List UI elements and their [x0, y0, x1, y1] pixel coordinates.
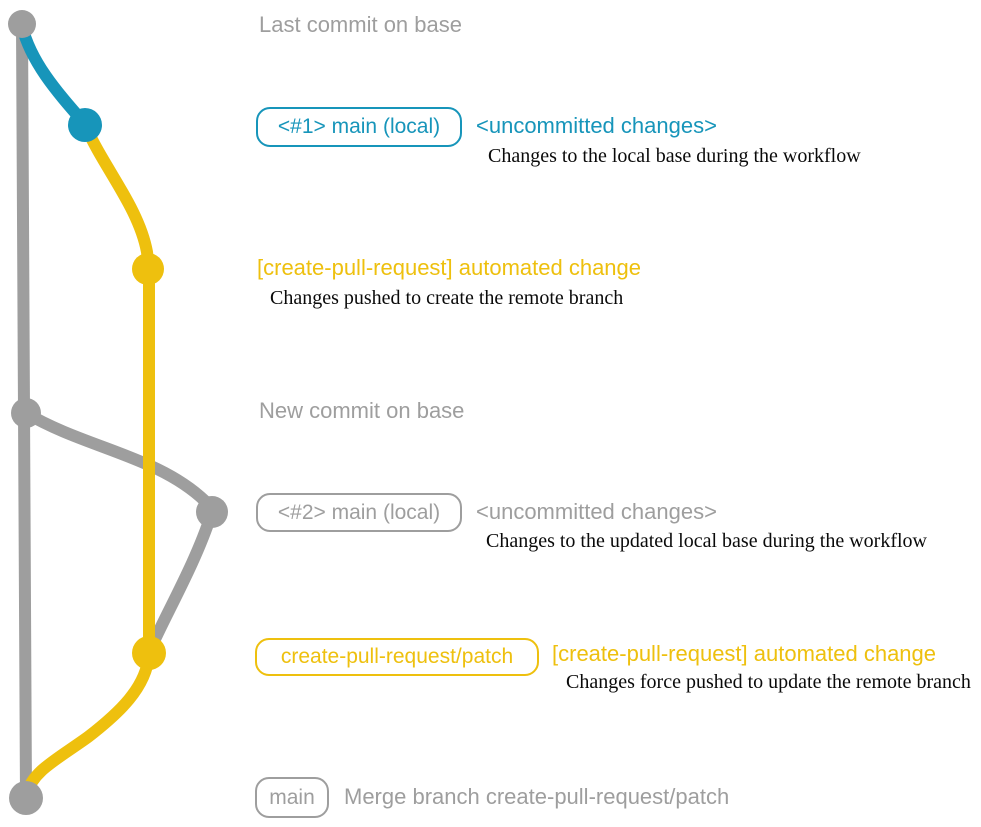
- branch-badge-main: main: [255, 777, 329, 818]
- branch-badge-create-pull-request-patch-label: create-pull-request/patch: [280, 645, 514, 668]
- branch-badge-main-local-1-label: <#1> main (local): [277, 115, 441, 138]
- commit-dot-automated-change-2: [132, 636, 166, 670]
- caption-merge-branch: Merge branch create-pull-request/patch: [344, 784, 730, 809]
- note-changes-pushed: Changes pushed to create the remote bran…: [270, 287, 624, 309]
- caption-automated-change-2: [create-pull-request] automated change: [552, 641, 937, 666]
- caption-last-commit-on-base: Last commit on base: [259, 12, 462, 37]
- commit-dot-new-commit-on-base: [11, 398, 41, 428]
- merge-curve: [21, 649, 155, 799]
- rebase-curve-out: [20, 407, 211, 507]
- rebase-curve-in: [145, 509, 217, 654]
- branch-badge-main-label: main: [269, 785, 315, 809]
- branch-badge-create-pull-request-patch: create-pull-request/patch: [255, 638, 539, 676]
- branch-badge-main-local-1: <#1> main (local): [256, 107, 462, 147]
- pull-request-branch-line: [80, 121, 155, 658]
- status-uncommitted-changes-1: <uncommitted changes>: [476, 113, 717, 138]
- commit-dot-uncommitted-changes-2: [196, 496, 228, 528]
- note-local-base-changes: Changes to the local base during the wor…: [488, 145, 861, 167]
- status-uncommitted-changes-2: <uncommitted changes>: [476, 499, 717, 524]
- caption-automated-change-1: [create-pull-request] automated change: [257, 255, 642, 280]
- note-updated-local-base-changes: Changes to the updated local base during…: [486, 530, 927, 552]
- commit-dot-automated-change-1: [132, 253, 164, 285]
- local-changes-line: [16, 20, 91, 130]
- note-changes-force-pushed: Changes force pushed to update the remot…: [566, 671, 971, 693]
- commit-dot-uncommitted-changes-1: [68, 108, 102, 142]
- branch-badge-main-local-2-label: <#2> main (local): [277, 500, 441, 524]
- commit-dot-merge-commit: [9, 781, 43, 815]
- branch-badge-main-local-2: <#2> main (local): [256, 493, 462, 532]
- caption-new-commit-on-base: New commit on base: [259, 398, 465, 423]
- commit-dot-last-commit-on-base: [8, 10, 36, 38]
